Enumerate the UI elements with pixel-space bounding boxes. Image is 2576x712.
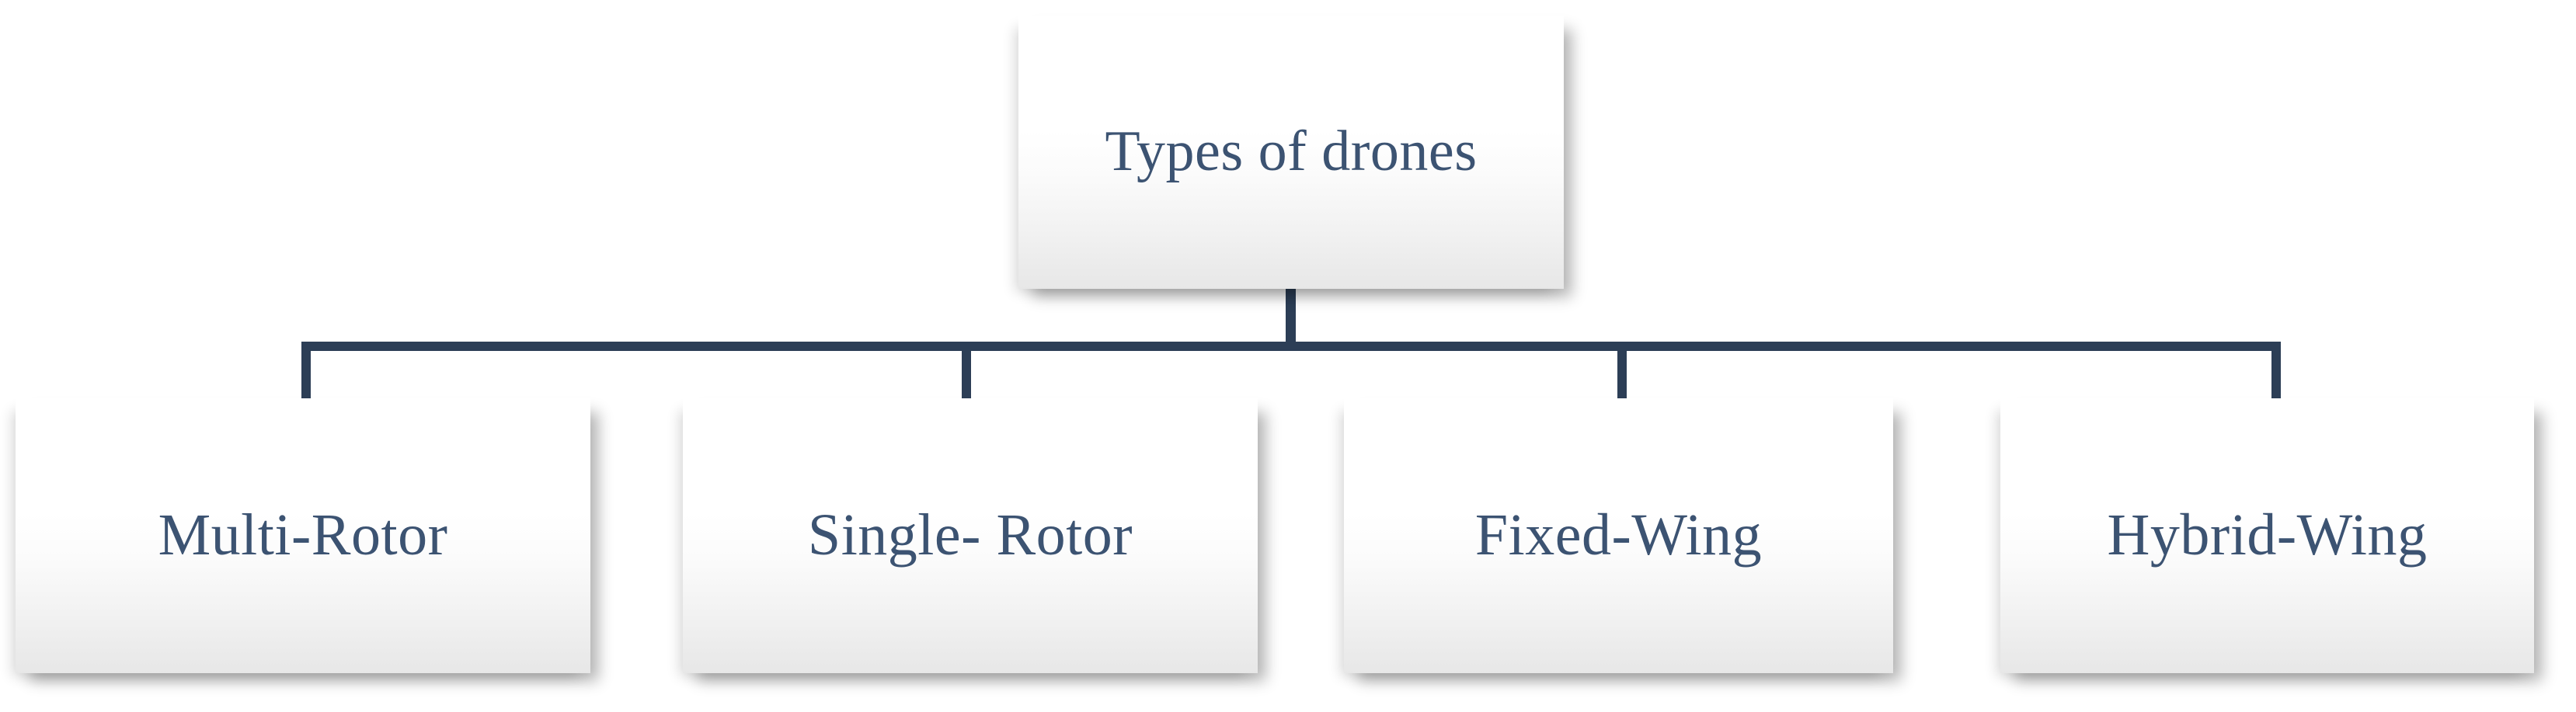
node-label-fixed-wing: Fixed-Wing: [1474, 502, 1763, 568]
connector-drop-single-rotor: [962, 342, 971, 408]
connector-drop-fixed-wing: [1617, 342, 1627, 408]
connector-drop-hybrid-wing: [2271, 342, 2281, 408]
connector-root-stem: [1286, 283, 1296, 347]
node-label-multi-rotor: Multi-Rotor: [158, 502, 448, 568]
connector-drop-multi-rotor: [301, 342, 311, 408]
node-label-single-rotor: Single- Rotor: [807, 502, 1133, 568]
connector-horizontal-bus: [301, 342, 2281, 351]
node-label-hybrid-wing: Hybrid-Wing: [2107, 502, 2428, 568]
node-types-of-drones[interactable]: Types of drones: [1018, 16, 1564, 289]
node-multi-rotor[interactable]: Multi-Rotor: [16, 398, 590, 673]
node-hybrid-wing[interactable]: Hybrid-Wing: [2000, 398, 2534, 673]
node-label-root: Types of drones: [1105, 120, 1478, 184]
node-fixed-wing[interactable]: Fixed-Wing: [1344, 398, 1893, 673]
node-single-rotor[interactable]: Single- Rotor: [683, 398, 1258, 673]
